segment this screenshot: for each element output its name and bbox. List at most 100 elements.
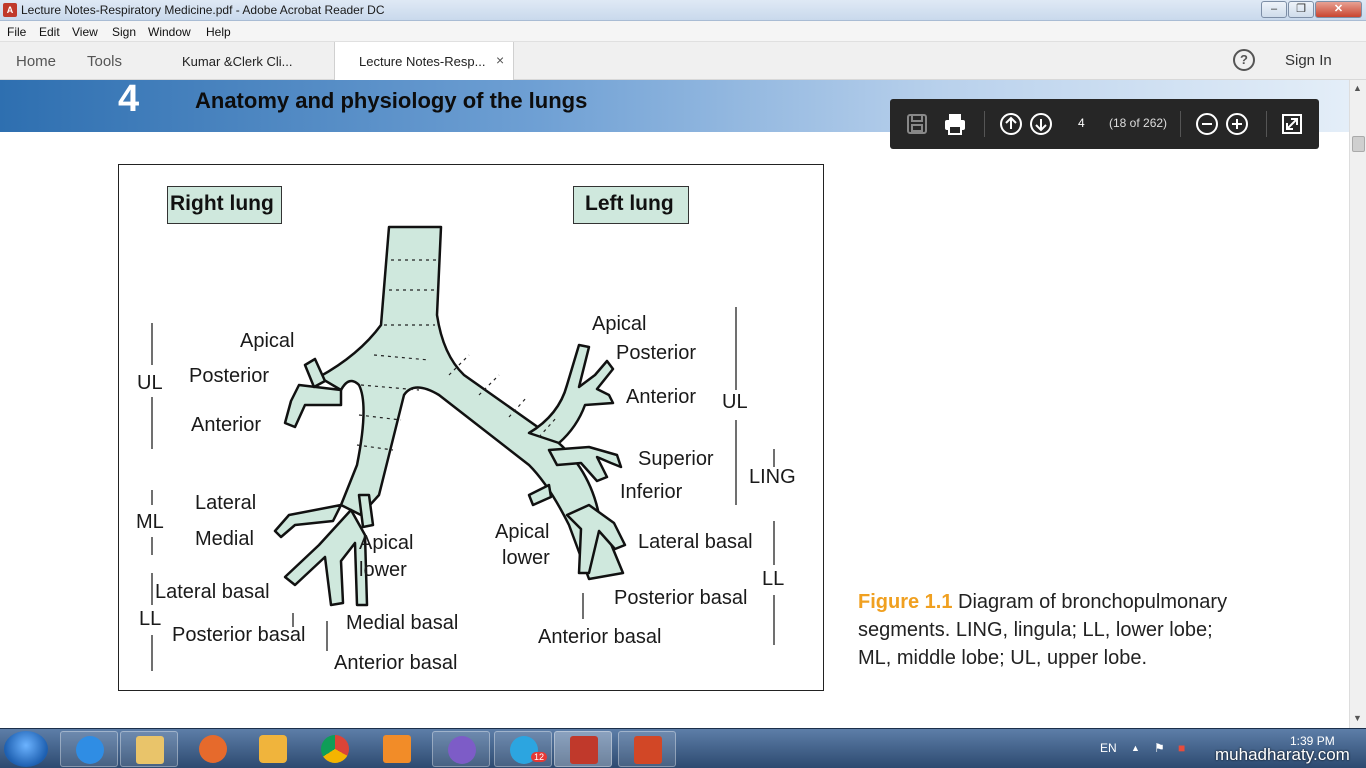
right-upper-branch <box>283 383 343 429</box>
acrobat-tray-icon[interactable]: ■ <box>1178 741 1186 755</box>
scrollbar-thumb[interactable] <box>1352 136 1365 152</box>
tray-expand-icon[interactable]: ▲ <box>1131 743 1140 753</box>
taskbar-viber[interactable] <box>432 731 490 767</box>
menu-help[interactable]: Help <box>206 25 231 39</box>
tab-tools[interactable]: Tools <box>87 53 123 70</box>
bronchial-tree-diagram <box>151 225 775 671</box>
left-lingula-branch <box>547 445 623 483</box>
left-anterior-basal-label: Anterior basal <box>538 626 662 648</box>
taskbar-file-explorer[interactable] <box>120 731 178 767</box>
vertical-scrollbar[interactable]: ▲ ▼ <box>1349 80 1366 728</box>
right-lateral-label: Lateral <box>195 492 257 514</box>
tab-home[interactable]: Home <box>16 53 57 70</box>
taskbar-acrobat[interactable] <box>554 731 612 767</box>
taskbar-chrome[interactable] <box>306 731 364 767</box>
right-apical-label: Apical <box>240 330 295 352</box>
zoom-out-icon[interactable] <box>1194 111 1220 137</box>
left-ul-label: UL <box>722 391 748 413</box>
chapter-title: Anatomy and physiology of the lungs <box>195 88 588 113</box>
left-superior-label: Superior <box>638 448 714 470</box>
tab-document-kumar[interactable]: Kumar &Clerk Cli... <box>168 42 334 80</box>
page-count-label: (18 of 262) <box>1109 116 1168 130</box>
tab-document-lecture-notes[interactable]: Lecture Notes-Resp... × <box>334 42 514 80</box>
left-inferior-label: Inferior <box>620 481 683 503</box>
tab-document-lecture-notes-label: Lecture Notes-Resp... <box>359 54 486 69</box>
left-lung-heading: Left lung <box>573 186 689 224</box>
telegram-badge: 12 <box>531 752 548 762</box>
taskbar-media-player[interactable] <box>244 731 302 767</box>
save-icon[interactable] <box>904 111 930 137</box>
minimize-button[interactable]: – <box>1261 1 1287 18</box>
left-lower-branch <box>565 503 627 575</box>
menu-window[interactable]: Window <box>148 25 191 39</box>
tab-document-kumar-label: Kumar &Clerk Cli... <box>182 54 293 69</box>
chrome-icon <box>321 735 349 763</box>
maximize-button[interactable]: ❐ <box>1288 1 1314 18</box>
taskbar-powerpoint[interactable] <box>618 731 676 767</box>
right-lower-branch <box>283 508 369 607</box>
previous-page-icon[interactable] <box>998 111 1024 137</box>
language-indicator[interactable]: EN <box>1100 741 1117 755</box>
menu-bar: File Edit View Sign Window Help <box>0 21 1366 42</box>
left-posterior-label: Posterior <box>616 342 697 364</box>
right-apical-branch <box>303 357 327 389</box>
start-button[interactable] <box>4 731 48 767</box>
right-middle-branch <box>273 503 343 539</box>
watermark-text: muhadharaty.com <box>1215 745 1350 764</box>
acrobat-reader-icon <box>570 736 598 764</box>
toolbar-separator <box>1266 111 1267 137</box>
menu-sign[interactable]: Sign <box>112 25 137 39</box>
menu-edit[interactable]: Edit <box>39 25 60 39</box>
taskbar-mail[interactable] <box>368 731 426 767</box>
left-posterior-basal-label: Posterior basal <box>614 587 748 609</box>
right-anterior-basal-label: Anterior basal <box>334 652 458 674</box>
scroll-down-icon[interactable]: ▼ <box>1353 713 1362 723</box>
right-posterior-basal-label: Posterior basal <box>172 624 306 646</box>
taskbar-internet-explorer[interactable] <box>60 731 118 767</box>
zoom-in-icon[interactable] <box>1224 111 1250 137</box>
chapter-number: 4 <box>118 80 140 120</box>
sign-in-link[interactable]: Sign In <box>1285 52 1332 69</box>
left-apical-lower-label-2: lower <box>502 547 550 569</box>
right-lung-heading: Right lung <box>167 186 282 224</box>
left-upper-branch <box>527 343 615 445</box>
window-titlebar: A Lecture Notes-Respiratory Medicine.pdf… <box>0 0 1366 21</box>
figure-caption-label: Figure 1.1 <box>858 591 953 613</box>
right-anterior-label: Anterior <box>191 414 262 436</box>
floating-page-toolbar: 4 (18 of 262) <box>890 99 1319 149</box>
powerpoint-icon <box>634 736 662 764</box>
left-ling-label: LING <box>749 466 796 488</box>
close-button[interactable]: ✕ <box>1315 1 1362 18</box>
left-apical-label: Apical <box>592 313 647 335</box>
figure-caption: Figure 1.1 Diagram of bronchopulmonary s… <box>858 588 1228 672</box>
figure-caption-text: Diagram of bronchopulmonary segments. LI… <box>858 591 1228 669</box>
close-tab-icon[interactable]: × <box>496 52 505 68</box>
media-player-icon <box>259 735 287 763</box>
page-number-input[interactable]: 4 <box>1078 116 1085 130</box>
mail-icon <box>383 735 411 763</box>
viber-icon <box>448 736 476 764</box>
next-page-icon[interactable] <box>1028 111 1054 137</box>
menu-view[interactable]: View <box>72 25 98 39</box>
menu-file[interactable]: File <box>7 25 27 39</box>
taskbar-firefox[interactable] <box>184 731 242 767</box>
acrobat-icon: A <box>3 3 17 17</box>
toolbar-separator <box>1180 111 1181 137</box>
right-lateral-basal-label: Lateral basal <box>155 581 270 603</box>
help-icon[interactable]: ? <box>1233 49 1255 71</box>
folder-icon <box>136 736 164 764</box>
scroll-up-icon[interactable]: ▲ <box>1353 83 1362 93</box>
left-apical-lower-branch <box>527 483 553 507</box>
left-ll-label: LL <box>762 568 785 590</box>
right-apical-lower-label-1: Apical <box>359 532 414 554</box>
action-center-flag-icon[interactable]: ⚑ <box>1154 741 1165 755</box>
taskbar-telegram[interactable]: 12 <box>494 731 552 767</box>
print-icon[interactable] <box>942 111 968 137</box>
clock-time[interactable]: 1:39 PM <box>1290 734 1335 748</box>
right-posterior-label: Posterior <box>189 365 270 387</box>
right-apical-lower-label-2: lower <box>359 559 407 581</box>
bronchopulmonary-figure: Right lung Left lung UL ML LL Apical Pos… <box>118 164 824 691</box>
right-ul-label: UL <box>137 372 163 394</box>
toolbar-separator <box>984 111 985 137</box>
fit-page-icon[interactable] <box>1279 111 1305 137</box>
